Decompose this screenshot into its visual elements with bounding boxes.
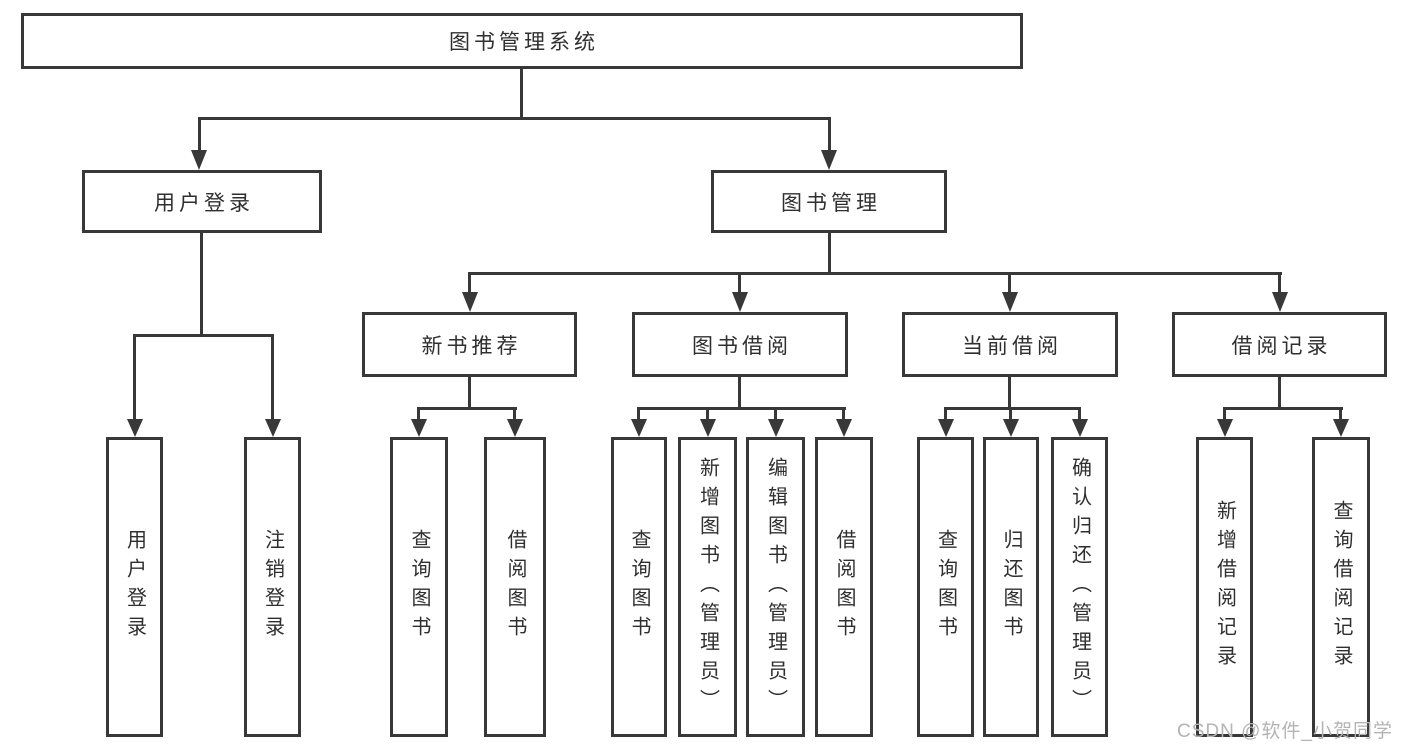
connector-line <box>468 272 1282 275</box>
node-borrowing-records: 借阅记录 <box>1172 312 1387 377</box>
connector-line <box>1009 407 1012 421</box>
node-user-login: 用户登录 <box>82 170 322 233</box>
connector-line <box>133 334 136 421</box>
leaf-logout: 注销登录 <box>244 437 301 737</box>
connector-line <box>842 407 845 421</box>
arrow-down-icon <box>265 419 281 437</box>
arrow-down-icon <box>1003 419 1019 437</box>
connector-line <box>738 377 741 409</box>
arrow-down-icon <box>1002 292 1018 312</box>
leaf-return-books: 归还图书 <box>983 437 1039 737</box>
connector-line <box>828 233 831 274</box>
connector-line <box>637 407 846 410</box>
connector-line <box>1339 407 1342 421</box>
connector-line <box>520 69 523 118</box>
arrow-down-icon <box>1272 292 1288 312</box>
leaf-confirm-return-admin: 确认归还（管理员） <box>1051 437 1108 737</box>
arrow-down-icon <box>127 419 143 437</box>
connector-line <box>198 117 831 120</box>
leaf-add-books-admin: 新增图书（管理员） <box>678 437 737 737</box>
arrow-down-icon <box>1217 419 1233 437</box>
arrow-down-icon <box>507 419 523 437</box>
connector-line <box>417 407 517 410</box>
node-book-borrowing: 图书借阅 <box>632 312 848 377</box>
connector-line <box>944 407 1081 410</box>
node-current-borrowing: 当前借阅 <box>902 312 1118 377</box>
connector-line <box>1008 377 1011 409</box>
arrow-down-icon <box>821 150 837 170</box>
leaf-borrow-books-borrowing: 借阅图书 <box>815 437 873 737</box>
connector-line <box>1223 407 1343 410</box>
connector-line <box>706 407 709 421</box>
arrow-down-icon <box>732 292 748 312</box>
node-library-management-system: 图书管理系统 <box>21 13 1023 69</box>
node-new-book-recommend: 新书推荐 <box>362 312 577 377</box>
leaf-user-login: 用户登录 <box>106 437 163 737</box>
connector-line <box>774 407 777 421</box>
connector-line <box>468 272 471 295</box>
watermark: CSDN @软件_小贺同学 <box>1177 721 1393 742</box>
leaf-query-borrow-record: 查询借阅记录 <box>1312 437 1370 737</box>
connector-line <box>271 334 274 421</box>
arrow-down-icon <box>1072 419 1088 437</box>
connector-line <box>944 407 947 421</box>
leaf-query-books-recommend: 查询图书 <box>390 437 448 737</box>
connector-line <box>637 407 640 421</box>
arrow-down-icon <box>462 292 478 312</box>
connector-line <box>1078 407 1081 421</box>
connector-line <box>198 117 201 153</box>
connector-line <box>513 407 516 421</box>
connector-line <box>1278 272 1281 295</box>
connector-line <box>468 377 471 409</box>
arrow-down-icon <box>700 419 716 437</box>
node-book-management: 图书管理 <box>711 170 947 233</box>
arrow-down-icon <box>411 419 427 437</box>
arrow-down-icon <box>631 419 647 437</box>
connector-line <box>738 272 741 295</box>
leaf-query-books-borrowing: 查询图书 <box>611 437 667 737</box>
arrow-down-icon <box>191 150 207 170</box>
arrow-down-icon <box>938 419 954 437</box>
connector-line <box>1278 377 1281 409</box>
leaf-query-books-current: 查询图书 <box>917 437 974 737</box>
connector-line <box>133 334 274 337</box>
arrow-down-icon <box>1333 419 1349 437</box>
leaf-edit-books-admin: 编辑图书（管理员） <box>746 437 805 737</box>
connector-line <box>1008 272 1011 295</box>
arrow-down-icon <box>768 419 784 437</box>
arrow-down-icon <box>836 419 852 437</box>
connector-line <box>200 233 203 336</box>
connector-line <box>828 117 831 153</box>
leaf-borrow-books-recommend: 借阅图书 <box>484 437 546 737</box>
connector-line <box>417 407 420 421</box>
leaf-add-borrow-record: 新增借阅记录 <box>1196 437 1253 737</box>
connector-line <box>1223 407 1226 421</box>
